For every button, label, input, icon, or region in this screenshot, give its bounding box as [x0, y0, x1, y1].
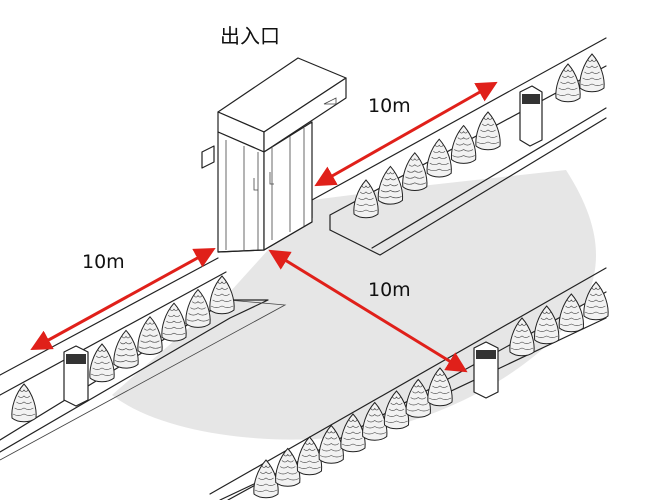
entrance-label: 出入口 [220, 24, 280, 48]
shrub-icon [161, 302, 187, 342]
shrub-icon [296, 436, 323, 476]
shrub-icon [450, 124, 477, 164]
shrub-icon [426, 138, 452, 178]
shrub-icon [427, 367, 453, 407]
shrub-icon [353, 179, 379, 219]
shrub-icon [475, 111, 501, 151]
shrub-icon [509, 317, 535, 357]
shrub-icon [209, 275, 235, 315]
shrub-icon [534, 305, 560, 345]
ashtray-bottom [473, 341, 499, 399]
shrub-row-bottom [253, 281, 609, 499]
shrub-icon [558, 293, 584, 333]
shrub-icon [89, 343, 115, 383]
shrub-icon [185, 288, 211, 328]
arrow-front-10m [268, 249, 468, 373]
shrub-icon [579, 53, 605, 93]
shrub-icon [275, 447, 301, 487]
arrow-left-10m [30, 247, 216, 351]
distance-label-right: 10m [368, 95, 411, 117]
shrub-icon [113, 329, 139, 369]
entrance-building [201, 57, 347, 253]
shrub-icon [377, 165, 404, 205]
shrub-icon [402, 152, 428, 192]
distance-label-left: 10m [82, 251, 125, 273]
shrub-icon [555, 63, 581, 103]
shrub-icon [253, 459, 279, 499]
shrub-icon [137, 316, 163, 356]
shrub-icon [583, 281, 609, 321]
arrow-right-10m [314, 81, 498, 187]
distance-label-front: 10m [368, 279, 411, 301]
ashtray-left [63, 345, 89, 407]
shrub-icon [11, 383, 37, 423]
ashtray-right [519, 85, 543, 147]
